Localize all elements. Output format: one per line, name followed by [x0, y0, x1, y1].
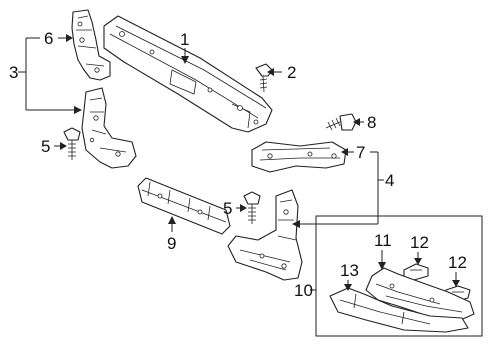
part-8-bolt — [325, 113, 357, 131]
callout-8: 8 — [367, 113, 376, 132]
part-4-right-side-member — [227, 189, 303, 281]
part-3-left-side-member — [81, 87, 137, 169]
callout-12-right: 12 — [448, 253, 467, 272]
part-1-upper-member — [103, 15, 273, 133]
group-box-10 — [315, 215, 483, 337]
callout-6: 6 — [44, 29, 53, 48]
part-13-under-cover — [329, 287, 469, 333]
callout-3: 3 — [9, 63, 18, 82]
part-9-lower-member — [137, 177, 231, 235]
callout-13: 13 — [340, 261, 359, 280]
callout-9: 9 — [167, 234, 176, 253]
callout-11: 11 — [374, 231, 392, 250]
part-2-bolt — [255, 63, 273, 93]
part-5-bolt-left — [63, 127, 81, 160]
part-7-right-upper-bracket — [251, 141, 347, 173]
callout-5-right: 5 — [223, 199, 232, 218]
callout-10: 10 — [294, 281, 313, 300]
callout-2: 2 — [287, 63, 296, 82]
callout-5-left: 5 — [41, 137, 50, 156]
part-6-upper-bracket-left — [71, 9, 111, 81]
callout-labels: 1 2 3 4 5 5 6 7 8 9 10 11 12 12 13 — [9, 29, 467, 300]
callout-1: 1 — [180, 30, 189, 49]
callout-4: 4 — [385, 171, 394, 190]
callout-12-top: 12 — [410, 233, 429, 252]
part-5-bolt-right — [243, 191, 261, 224]
leader-lines — [18, 34, 460, 291]
callout-7: 7 — [356, 143, 365, 162]
